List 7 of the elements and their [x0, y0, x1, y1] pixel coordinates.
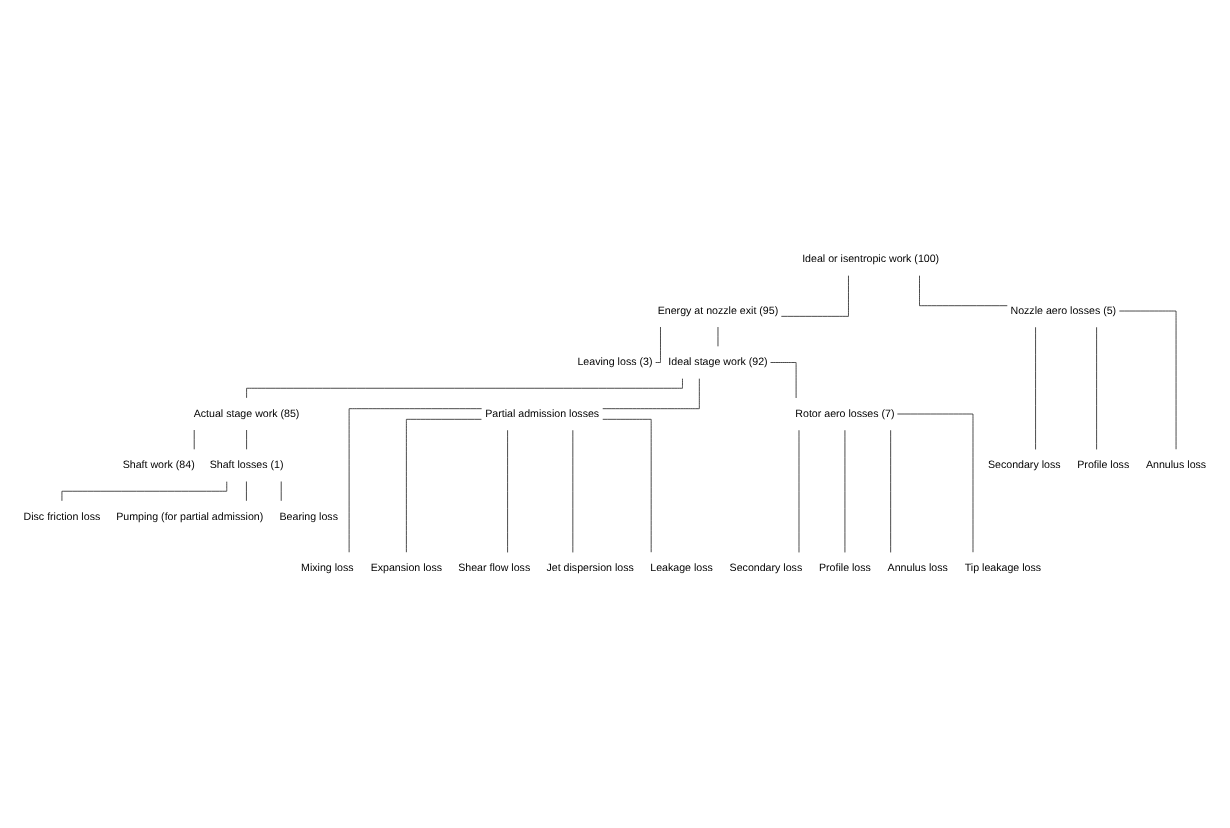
- connector: [919, 275, 1008, 307]
- connector: [246, 481, 247, 502]
- connector: [246, 378, 683, 399]
- connector: [1035, 326, 1036, 450]
- connector: [770, 362, 797, 399]
- connector: [655, 326, 661, 363]
- connector: [780, 275, 849, 317]
